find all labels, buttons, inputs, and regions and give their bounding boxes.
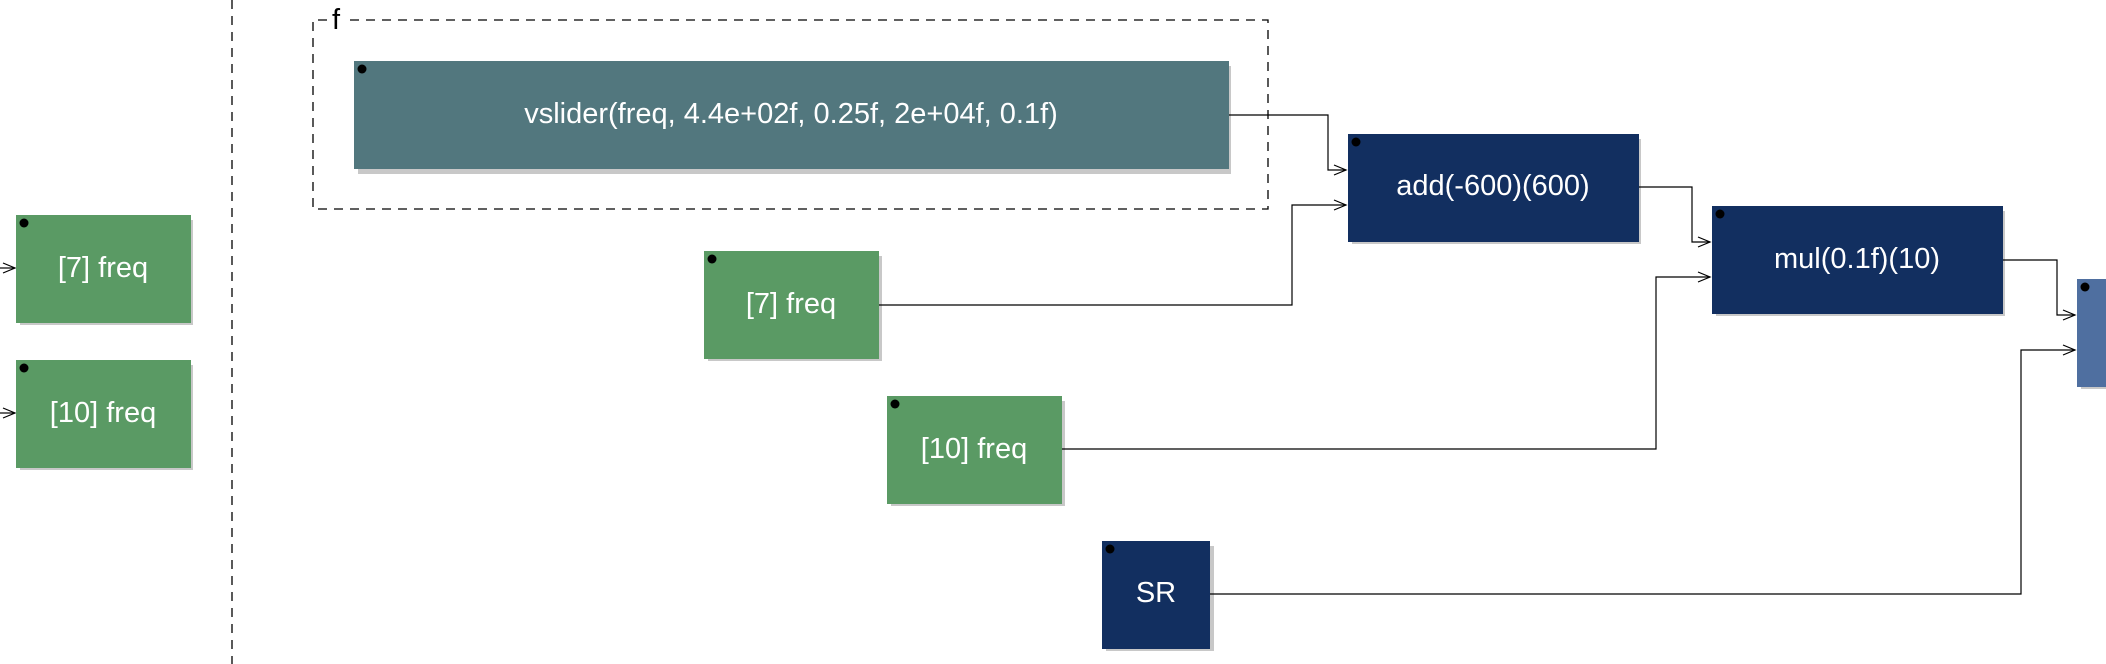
left-number-block-10[interactable]: [10] freq xyxy=(16,360,193,470)
sr-block[interactable]: SR xyxy=(1102,541,1214,651)
mul-block[interactable]: mul(0.1f)(10) xyxy=(1712,206,2005,316)
block-label: [7] freq xyxy=(746,288,836,320)
number-block-10[interactable]: [10] freq xyxy=(887,396,1065,506)
block-anchor-dot xyxy=(357,64,367,74)
block-body xyxy=(887,396,1062,504)
wire-add-to-mul xyxy=(1639,186,1710,243)
arrow-add-to-mul xyxy=(1697,236,1712,248)
block-body xyxy=(354,61,1229,169)
block-label: SR xyxy=(1136,577,1176,609)
block-anchor-dot xyxy=(1351,137,1361,147)
left-number-block-7[interactable]: [7] freq xyxy=(16,215,193,325)
block-body xyxy=(704,251,879,359)
arrow-left-in-10 xyxy=(2,407,17,419)
block-body xyxy=(1712,206,2003,314)
block-anchor-dot xyxy=(890,399,900,409)
block-label: [7] freq xyxy=(58,252,148,284)
number-block-7[interactable]: [7] freq xyxy=(704,251,882,361)
vslider-block[interactable]: vslider(freq, 4.4e+02f, 0.25f, 2e+04f, 0… xyxy=(354,61,1231,174)
block-anchor-dot xyxy=(707,254,717,264)
block-anchor-dot xyxy=(1105,544,1115,554)
block-label: mul(0.1f)(10) xyxy=(1774,243,1940,275)
wire-mul-to-output xyxy=(2003,259,2075,316)
block-label: vslider(freq, 4.4e+02f, 0.25f, 2e+04f, 0… xyxy=(524,98,1058,130)
block-body xyxy=(16,360,191,468)
block-label: add(-600)(600) xyxy=(1396,170,1589,202)
block-body xyxy=(1102,541,1210,649)
arrow-vslider-to-add xyxy=(1333,164,1348,176)
output-block[interactable] xyxy=(2077,279,2106,389)
wire-vslider-to-add xyxy=(1229,114,1346,171)
block-anchor-dot xyxy=(19,363,29,373)
arrow-sr-to-output xyxy=(2062,344,2077,356)
add-block[interactable]: add(-600)(600) xyxy=(1348,134,1641,244)
group-label: f xyxy=(332,4,341,36)
block-body xyxy=(16,215,191,323)
wire-const10-to-mul xyxy=(1062,276,1710,450)
arrow-left-in-7 xyxy=(2,262,17,274)
block-anchor-dot xyxy=(19,218,29,228)
wire-const7-to-add xyxy=(879,204,1346,306)
block-body xyxy=(1348,134,1639,242)
arrow-const7-to-add xyxy=(1333,199,1348,211)
arrow-const10-to-mul xyxy=(1697,271,1712,283)
block-label: [10] freq xyxy=(921,433,1027,465)
block-label: [10] freq xyxy=(50,397,156,429)
group-f: f xyxy=(312,4,1269,210)
wire-sr-to-output xyxy=(1210,349,2075,595)
block-anchor-dot xyxy=(1715,209,1725,219)
block-anchor-dot xyxy=(2080,282,2090,292)
block-body xyxy=(2077,279,2106,387)
group-frame xyxy=(312,19,1269,210)
arrow-mul-to-output xyxy=(2062,309,2077,321)
